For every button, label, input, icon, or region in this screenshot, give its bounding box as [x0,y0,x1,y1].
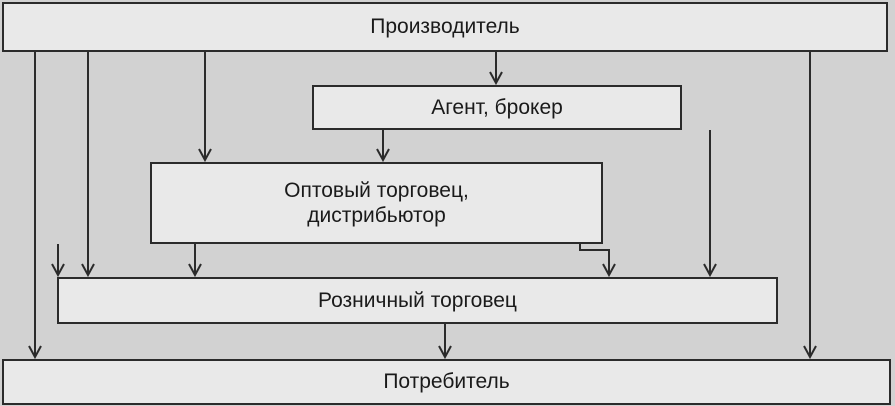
arrow-producer-to-wholesaler-arrowhead-icon [198,148,212,163]
consumer-node: Потребитель [2,359,891,405]
producer-node: Производитель [2,2,888,52]
arrow-agent-to-retailer [579,244,616,278]
arrow-stem-1-arrowhead-icon [51,263,65,278]
wholesaler-distributor-node: Оптовый торговец, дистрибьютор [150,162,603,244]
wholesaler-label-line-2: дистрибьютор [307,204,446,227]
arrow-wholesaler-to-consumer [703,130,717,278]
arrow-stem-1 [51,244,65,278]
arrow-wholesaler-to-consumer-arrowhead-icon [703,263,717,278]
wholesaler-label-line-1: Оптовый торговец, [284,178,469,202]
arrow-agent-to-retailer-arrowhead-icon [602,263,616,278]
agent-broker-node: Агент, брокер [312,85,682,130]
arrow-agent-to-consumer-arrowhead-icon [803,345,817,360]
arrow-wholesaler-to-retailer [188,244,202,278]
retailer-node: Розничный торговец [57,277,778,324]
arrow-producer-to-retailer [81,52,95,278]
arrow-producer-to-agent-arrowhead-icon [489,71,503,86]
arrow-agent-to-wholesaler [376,130,390,163]
arrow-producer-to-wholesaler [198,52,212,163]
retailer-label: Розничный торговец [318,288,517,312]
producer-label: Производитель [370,15,520,39]
arrow-wholesaler-to-retailer-arrowhead-icon [188,263,202,278]
arrow-producer-to-agent [489,52,503,86]
arrow-agent-to-retailer-line [579,244,610,275]
connector-arrows [28,52,817,360]
arrow-retailer-to-consumer-arrowhead-icon [438,345,452,360]
arrow-retailer-to-consumer [438,324,452,360]
agent-broker-label: Агент, брокер [431,95,563,119]
arrow-agent-to-wholesaler-arrowhead-icon [376,148,390,163]
arrow-producer-to-retailer-arrowhead-icon [81,263,95,278]
arrow-agent-to-consumer [803,52,817,360]
arrow-producer-to-consumer-arrowhead-icon [28,345,42,360]
consumer-label: Потребитель [383,370,510,394]
arrow-producer-to-consumer [28,52,42,360]
